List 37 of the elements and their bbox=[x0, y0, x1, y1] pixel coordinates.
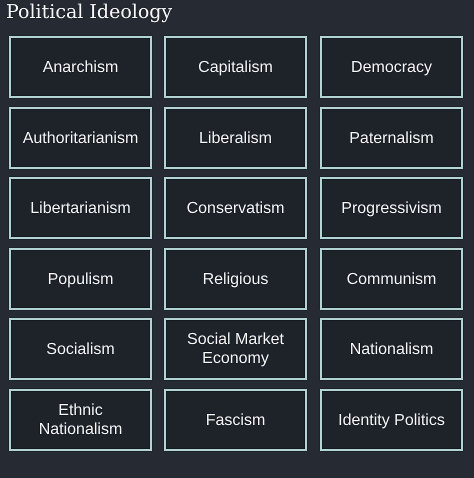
ideology-box bbox=[320, 36, 463, 98]
ideology-box bbox=[164, 318, 307, 380]
ideology-label: Nationalism bbox=[348, 340, 434, 358]
ideology-box bbox=[320, 318, 463, 380]
ideology-box bbox=[164, 107, 307, 169]
ideology-label: Paternalism bbox=[348, 128, 435, 148]
ideology-box bbox=[320, 389, 463, 451]
ideology-label: Anarchism bbox=[42, 58, 120, 76]
ideology-box bbox=[9, 36, 152, 98]
ideology-box bbox=[164, 177, 307, 239]
ideology-label: Democracy bbox=[350, 58, 433, 76]
ideology-label: Communism bbox=[346, 270, 438, 288]
ideology-label: Libertarianism bbox=[29, 198, 132, 218]
ideology-box bbox=[9, 177, 152, 239]
ideology-box bbox=[164, 248, 307, 310]
ideology-label: Identity Politics bbox=[337, 410, 446, 430]
ideology-box bbox=[9, 389, 152, 451]
ideology-label: Ethnic Nationalism bbox=[38, 401, 124, 439]
ideology-box bbox=[320, 177, 463, 239]
ideology-label: Authoritarianism bbox=[22, 128, 140, 148]
ideology-label: Populism bbox=[46, 270, 114, 288]
ideology-label: Socialism bbox=[45, 340, 116, 358]
ideology-box bbox=[320, 248, 463, 310]
ideology-box bbox=[164, 389, 307, 451]
ideology-label: Progressivism bbox=[340, 198, 443, 218]
ideology-box bbox=[164, 36, 307, 98]
ideology-label: Capitalism bbox=[197, 58, 274, 76]
ideology-label: Religious bbox=[202, 270, 270, 288]
ideology-label: Liberalism bbox=[198, 128, 273, 148]
ideology-box bbox=[9, 318, 152, 380]
ideology-box bbox=[320, 107, 463, 169]
ideology-box bbox=[9, 107, 152, 169]
ideology-box bbox=[9, 248, 152, 310]
diagram-title: Political Ideology bbox=[6, 1, 172, 23]
ideology-label: Fascism bbox=[204, 410, 266, 430]
ideology-label: Conservatism bbox=[186, 198, 286, 218]
ideology-label: Social Market Economy bbox=[186, 330, 285, 368]
